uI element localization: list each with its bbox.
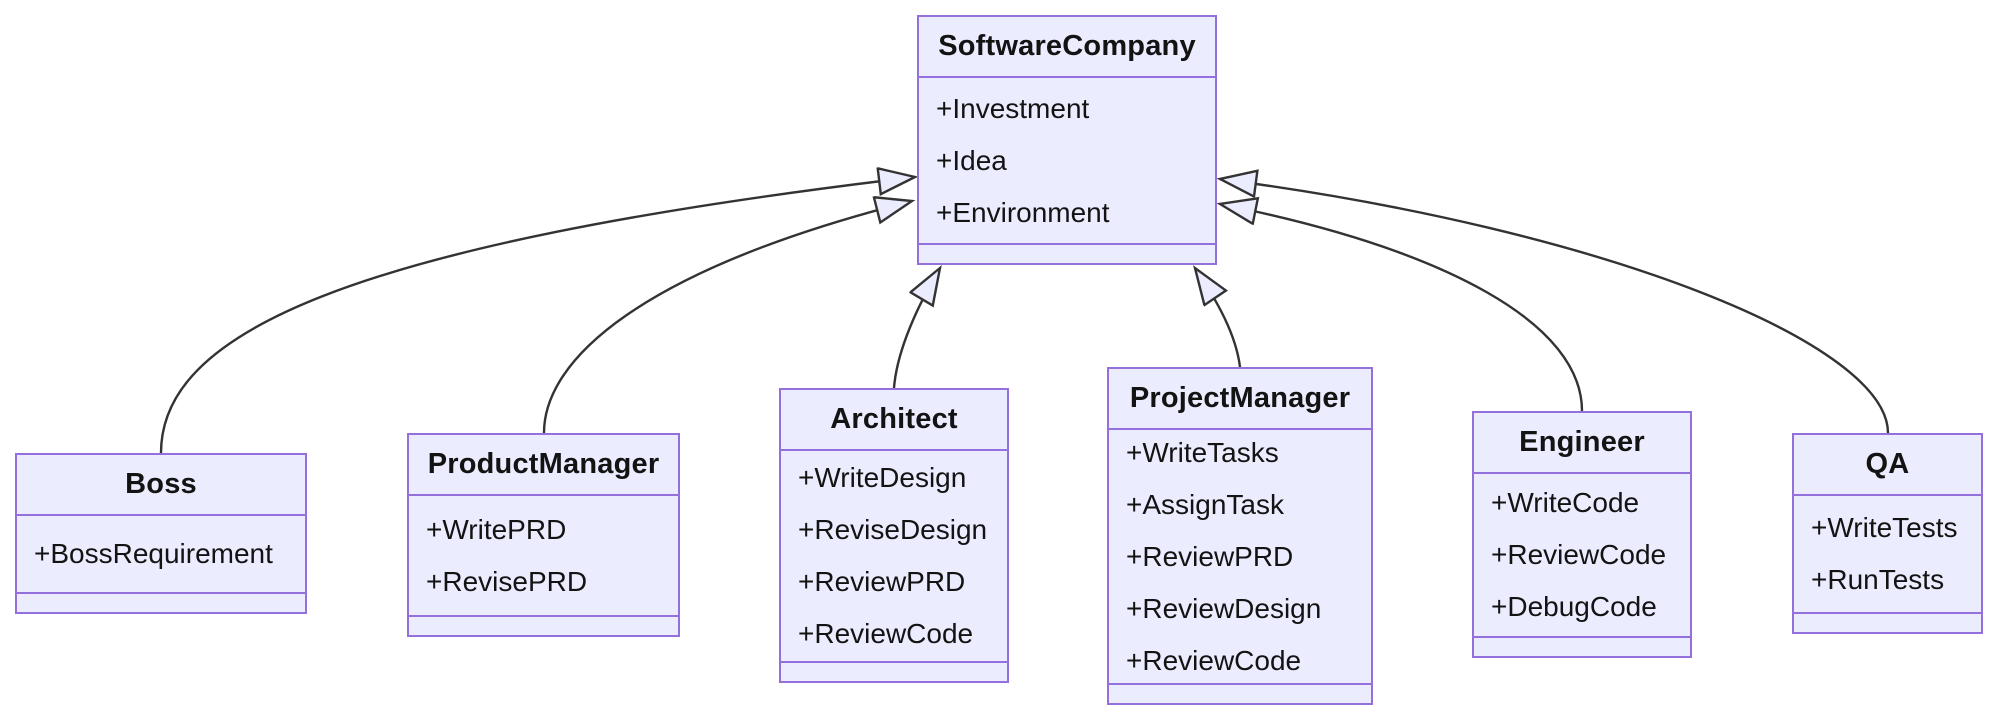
class-member: +WriteDesign — [798, 462, 967, 493]
class-members: +WriteCode +ReviewCode +DebugCode — [1474, 472, 1690, 638]
class-members: +BossRequirement — [17, 514, 305, 594]
class-box-softwarecompany: SoftwareCompany +Investment +Idea +Envir… — [917, 15, 1217, 265]
class-methods-empty — [781, 663, 1007, 681]
class-member: +WriteTasks — [1126, 436, 1279, 468]
class-members: +WriteTests +RunTests — [1794, 494, 1981, 614]
class-methods-empty — [1794, 614, 1981, 632]
class-title: Boss — [125, 468, 197, 500]
class-members: +WriteDesign +ReviseDesign +ReviewPRD +R… — [781, 449, 1007, 663]
class-box-engineer: Engineer +WriteCode +ReviewCode +DebugCo… — [1472, 411, 1692, 658]
class-methods-empty — [17, 594, 305, 612]
class-title: SoftwareCompany — [938, 30, 1196, 62]
edge-engineer-to-softwarecompany — [1220, 204, 1584, 412]
class-member: +ReviseDesign — [798, 514, 988, 545]
edge-productmanager-to-softwarecompany — [542, 201, 912, 434]
class-box-architect: Architect +WriteDesign +ReviseDesign +Re… — [779, 388, 1009, 683]
class-title: QA — [1865, 448, 1910, 480]
class-member: +ReviewCode — [1491, 539, 1667, 570]
class-box-boss: Boss +BossRequirement — [15, 453, 307, 614]
edge-qa-to-softwarecompany — [1220, 179, 1890, 434]
class-methods-empty — [1474, 638, 1690, 656]
class-title: Architect — [830, 403, 958, 435]
class-members: +Investment +Idea +Environment — [919, 76, 1215, 245]
class-methods-empty — [409, 617, 678, 635]
class-methods-empty — [919, 245, 1215, 263]
class-methods-empty — [1109, 685, 1371, 703]
class-member: +WriteCode — [1491, 487, 1640, 518]
class-member: +Idea — [936, 144, 1007, 176]
class-member: +AssignTask — [1126, 488, 1284, 520]
class-member: +ReviewPRD — [798, 566, 966, 597]
class-member: +ReviewCode — [798, 618, 974, 649]
class-title: ProjectManager — [1129, 382, 1351, 414]
edge-boss-to-softwarecompany — [159, 177, 915, 454]
class-member: +RevisePRD — [426, 565, 588, 597]
class-member: +BossRequirement — [34, 538, 273, 569]
class-member: +DebugCode — [1491, 591, 1657, 622]
edge-projectmanager-to-softwarecompany — [1195, 268, 1242, 368]
class-members: +WritePRD +RevisePRD — [409, 494, 678, 617]
class-member: +WriteTests — [1811, 512, 1958, 543]
class-member: +ReviewDesign — [1126, 592, 1322, 624]
class-box-productmanager: ProductManager +WritePRD +RevisePRD — [407, 433, 680, 637]
class-member: +WritePRD — [426, 513, 567, 545]
class-title: ProductManager — [427, 448, 660, 480]
class-member: +ReviewCode — [1126, 644, 1302, 676]
class-member: +RunTests — [1811, 564, 1945, 595]
edge-architect-to-softwarecompany — [892, 268, 940, 389]
class-box-projectmanager: ProjectManager +WriteTasks +AssignTask +… — [1107, 367, 1373, 705]
class-box-qa: QA +WriteTests +RunTests — [1792, 433, 1983, 634]
class-member: +Investment — [936, 92, 1090, 124]
class-title: Engineer — [1519, 426, 1645, 458]
class-member: +ReviewPRD — [1126, 540, 1294, 572]
class-members: +WriteTasks +AssignTask +ReviewPRD +Revi… — [1109, 428, 1371, 685]
class-member: +Environment — [936, 196, 1110, 228]
